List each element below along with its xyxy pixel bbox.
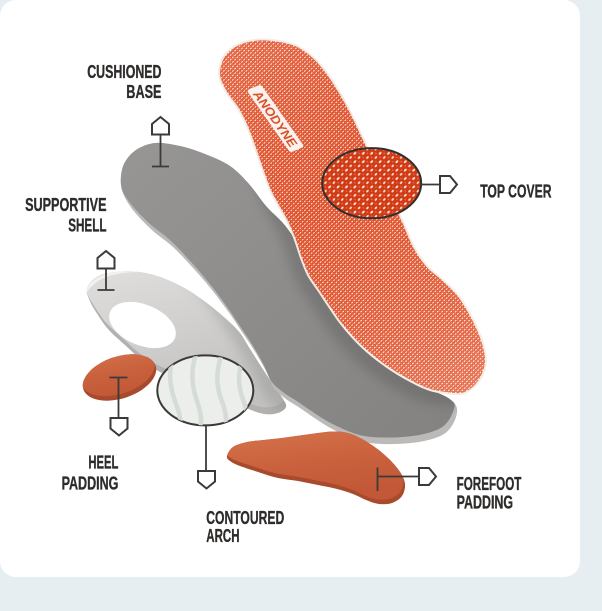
svg-text:TOP COVER: TOP COVER: [480, 181, 551, 202]
svg-text:CONTOURED: CONTOURED: [206, 507, 284, 528]
svg-text:ARCH: ARCH: [206, 525, 239, 546]
svg-text:PADDING: PADDING: [62, 472, 119, 493]
svg-text:FOREFOOT: FOREFOOT: [457, 473, 522, 494]
svg-text:HEEL: HEEL: [88, 452, 118, 473]
svg-text:SUPPORTIVE: SUPPORTIVE: [25, 194, 106, 215]
svg-text:BASE: BASE: [126, 81, 161, 102]
svg-text:CUSHIONED: CUSHIONED: [87, 61, 161, 82]
svg-text:PADDING: PADDING: [457, 491, 513, 512]
svg-text:SHELL: SHELL: [68, 214, 106, 235]
